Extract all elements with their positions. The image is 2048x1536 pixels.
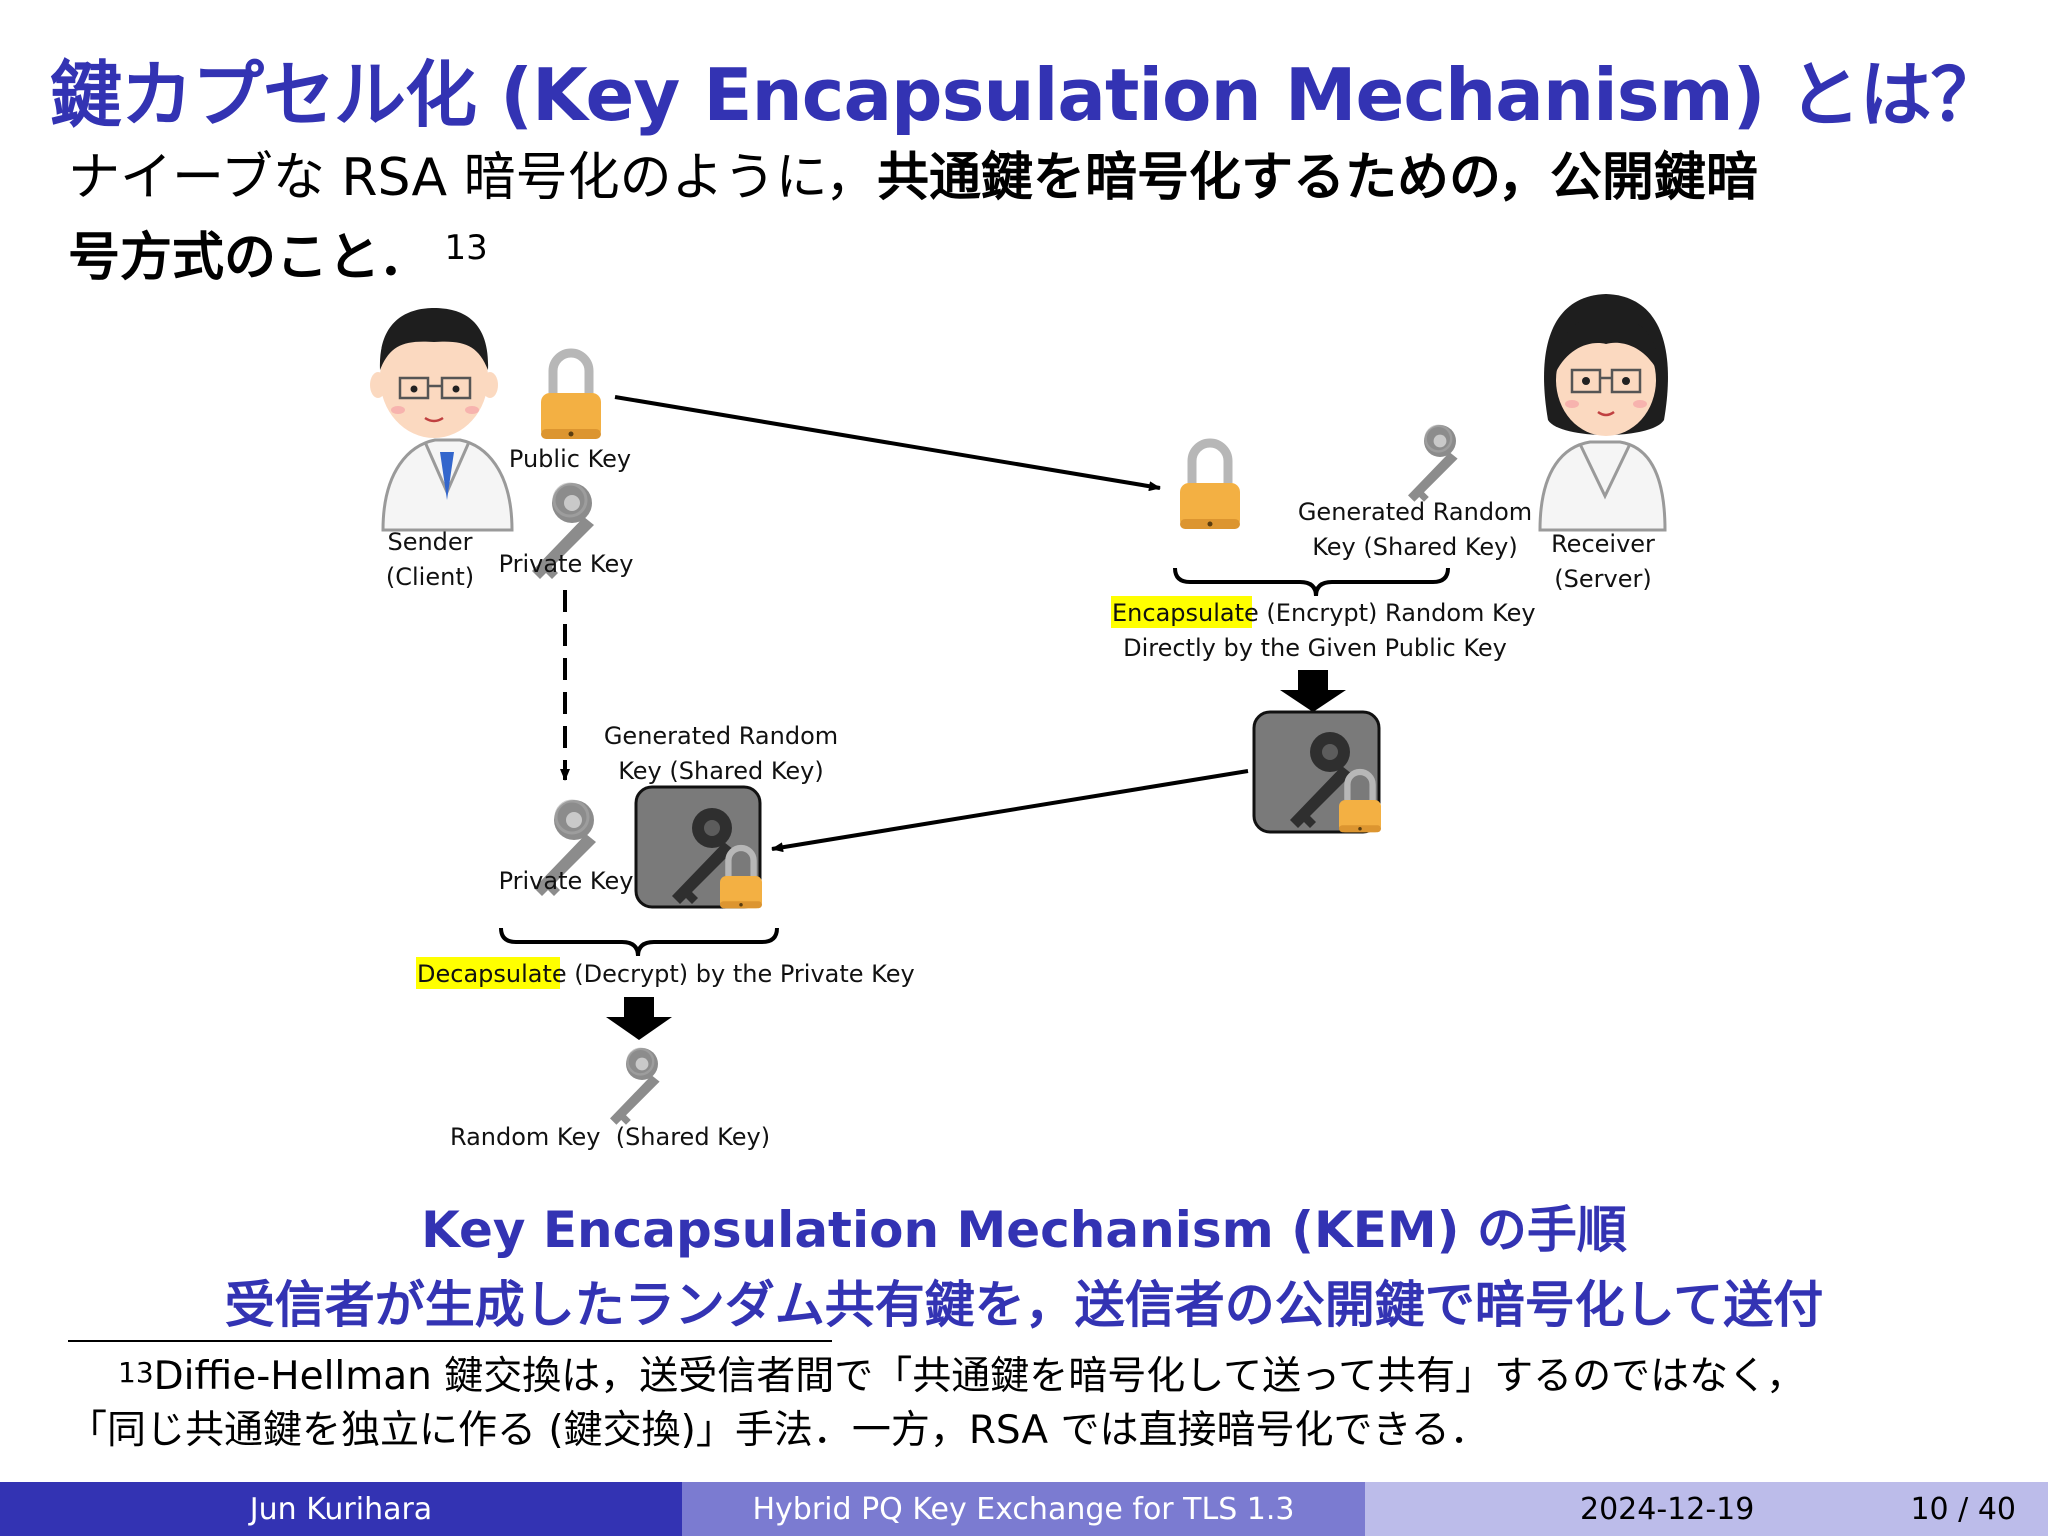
intro-bold-text-1: 共通鍵を暗号化するための，公開鍵暗 xyxy=(877,148,1758,208)
receiver-label-1: Receiver xyxy=(1551,530,1655,558)
private-key-label-bottom: Private Key xyxy=(499,867,634,895)
public-key-label: Public Key xyxy=(509,445,631,473)
encapsulate-brace xyxy=(1173,567,1450,597)
slide-footer: Jun Kurihara Hybrid PQ Key Exchange for … xyxy=(0,1482,2048,1536)
footer-page-number: 10 / 40 xyxy=(1910,1491,2016,1527)
footer-author: Jun Kurihara xyxy=(0,1482,682,1536)
footer-talk-title: Hybrid PQ Key Exchange for TLS 1.3 xyxy=(682,1482,1365,1536)
received-public-key-lock-icon xyxy=(1180,443,1240,529)
slide-title: 鍵カプセル化 (Key Encapsulation Mechanism) とは？ xyxy=(50,53,2003,137)
decapsulate-word: Decapsulate xyxy=(417,960,567,988)
ciphertext-send-arrow xyxy=(771,769,1249,853)
intro-bold-text-2: 号方式のこと． xyxy=(68,228,431,288)
private-key-label-top: Private Key xyxy=(499,550,634,578)
random-key-label: Random Key (Shared Key) xyxy=(450,1123,770,1151)
generated-random-key-icon xyxy=(1406,423,1459,503)
decapsulate-label: Decapsulate (Decrypt) by the Private Key xyxy=(417,960,915,988)
intro-paragraph: ナイーブな RSA 暗号化のように，共通鍵を暗号化するための，公開鍵暗号方式のこ… xyxy=(68,138,2008,298)
generated-random-key-label-left-2: Key (Shared Key) xyxy=(618,757,824,785)
footer-date: 2024-12-19 xyxy=(1580,1491,1755,1527)
sender-label-2: (Client) xyxy=(386,563,474,591)
encapsulated-key-box xyxy=(1252,710,1381,832)
sender-label-1: Sender xyxy=(387,528,472,556)
intro-plain-text: ナイーブな RSA 暗号化のように， xyxy=(68,148,878,208)
shared-random-key-icon xyxy=(608,1046,661,1127)
receiver-label-2: (Server) xyxy=(1554,565,1651,593)
encapsulate-label-2: Directly by the Given Public Key xyxy=(1123,634,1507,662)
kem-summary-line-2: 受信者が生成したランダム共有鍵を，送信者の公開鍵で暗号化して送付 xyxy=(224,1276,1824,1334)
received-encapsulated-key-box xyxy=(634,785,762,908)
generated-random-key-label-right-1: Generated Random xyxy=(1298,498,1532,526)
footnote-rule xyxy=(68,1340,832,1342)
generated-random-key-label-right-2: Key (Shared Key) xyxy=(1312,533,1518,561)
footnote-number: 13 xyxy=(118,1356,154,1389)
generated-random-key-label-left-1: Generated Random xyxy=(604,722,838,750)
decapsulate-down-arrow xyxy=(606,997,672,1040)
kem-summary-line-1: Key Encapsulation Mechanism (KEM) の手順 xyxy=(421,1201,1627,1259)
sender-person-icon xyxy=(370,308,514,532)
footnote-ref: 13 xyxy=(444,228,488,268)
encapsulate-label: Encapsulate (Encrypt) Random Key xyxy=(1112,599,1536,627)
encapsulate-highlight xyxy=(1111,596,1252,628)
footnote: 13Diffie-Hellman 鍵交換は，送受信者間で「共通鍵を暗号化して送っ… xyxy=(68,1350,2028,1458)
decapsulate-rest: (Decrypt) by the Private Key xyxy=(567,960,915,988)
footnote-line-2: 「同じ共通鍵を独立に作る (鍵交換)」手法．一方，RSA では直接暗号化できる． xyxy=(68,1408,1489,1453)
encapsulate-word: Encapsulate xyxy=(1112,599,1259,627)
public-key-send-arrow xyxy=(614,395,1161,492)
encapsulate-down-arrow xyxy=(1280,670,1346,712)
receiver-person-icon xyxy=(1538,294,1668,532)
footnote-line-1: Diffie-Hellman 鍵交換は，送受信者間で「共通鍵を暗号化して送って共… xyxy=(153,1354,1805,1399)
footer-right: 2024-12-19 10 / 40 xyxy=(1365,1482,2048,1536)
decapsulate-highlight xyxy=(416,957,560,989)
encapsulate-rest: (Encrypt) Random Key xyxy=(1259,599,1536,627)
public-key-lock-icon xyxy=(541,353,601,439)
decapsulate-brace xyxy=(499,927,779,957)
